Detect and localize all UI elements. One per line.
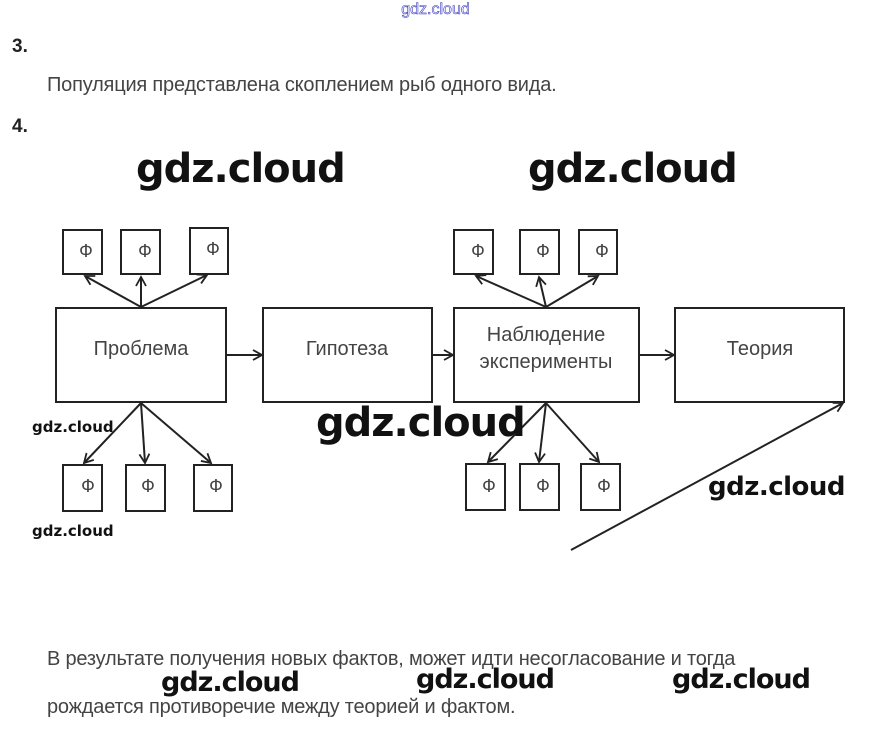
arrow-to-fact [82,402,142,465]
fact-box: Ф [453,229,494,275]
question-number-4: 4. [12,116,28,137]
watermark: gdz.cloud [32,522,114,540]
fact-label: Ф [482,476,496,496]
watermark: gdz.cloud [416,664,555,695]
box-hypothesis: Гипотеза [262,307,433,403]
fact-label: Ф [209,476,223,496]
answer-4-line-1: В результате получения новых фактов, мож… [47,648,736,670]
arrow-to-fact [140,402,213,465]
question-number-3: 3. [12,36,28,57]
fact-label: Ф [138,241,152,261]
arrow-to-fact [140,273,209,308]
watermark: gdz.cloud [136,146,346,192]
fact-label: Ф [471,241,485,261]
watermark: gdz.cloud [316,400,526,446]
arrow-to-fact [138,402,151,465]
box-theory: Теория [674,307,845,403]
watermark: gdz.cloud [161,667,300,698]
fact-label: Ф [79,241,93,261]
arrow-to-fact [535,275,547,308]
arrow-to-fact [486,402,547,464]
arrow-to-fact [545,275,600,308]
fact-box: Ф [193,464,233,512]
fact-label: Ф [141,476,155,496]
arrow-to-fact [534,402,547,464]
arrow-to-fact [474,274,547,308]
fact-box: Ф [125,464,166,512]
fact-box: Ф [62,464,103,512]
box-observation-label-1: Наблюдение [487,324,606,346]
arrow-feedback-to-theory [570,401,845,551]
fact-box: Ф [189,227,229,275]
fact-label: Ф [595,241,609,261]
arrow-to-fact [545,402,601,464]
box-problem: Проблема [55,307,227,403]
fact-box: Ф [580,463,621,511]
box-problem-label: Проблема [94,338,190,360]
box-hypothesis-label: Гипотеза [306,338,389,360]
fact-box: Ф [519,229,560,275]
answer-4-line-2: рождается противоречие между теорией и ф… [47,696,516,718]
fact-box: Ф [62,229,103,275]
watermark: gdz.cloud [528,146,738,192]
fact-label: Ф [536,241,550,261]
fact-box: Ф [120,229,161,275]
box-theory-label: Теория [727,338,793,360]
box-observation: Наблюдение эксперименты [453,307,640,403]
watermark: gdz.cloud [672,664,811,695]
fact-label: Ф [536,476,550,496]
fact-box: Ф [578,229,618,275]
fact-label: Ф [597,476,611,496]
fact-label: Ф [206,239,220,259]
watermark-top: gdz.cloud [401,1,470,19]
fact-box: Ф [519,463,560,511]
fact-label: Ф [81,476,95,496]
box-observation-label-2: эксперименты [480,351,613,373]
fact-box: Ф [465,463,506,511]
answer-3-text: Популяция представлена скоплением рыб од… [47,74,557,96]
watermark: gdz.cloud [708,472,846,502]
watermark: gdz.cloud [32,418,114,436]
arrow-to-fact [83,275,142,308]
